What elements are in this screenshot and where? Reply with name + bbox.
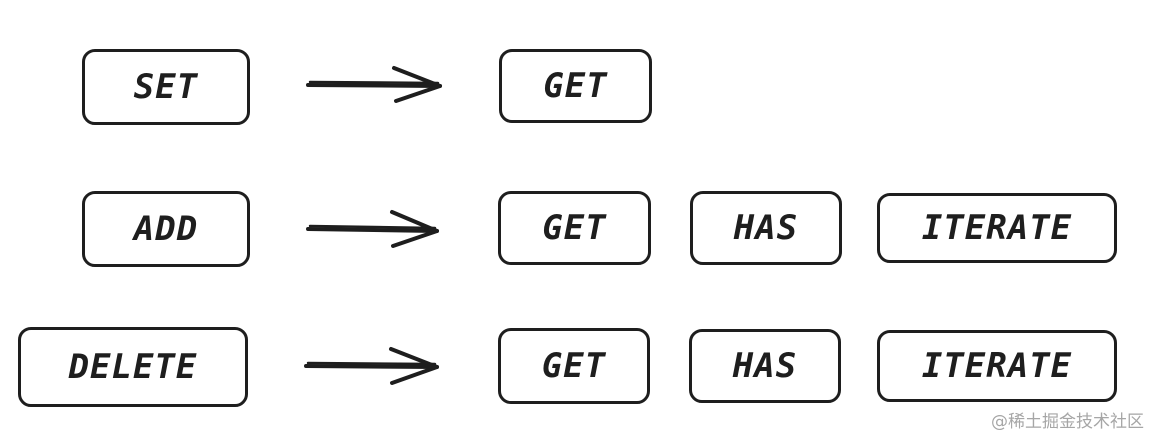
add-has-node: HAS [690, 191, 842, 265]
delete-node: DELETE [18, 327, 248, 407]
add-get-node: GET [498, 191, 651, 265]
set-get-node: GET [499, 49, 652, 123]
delete-iterate-node: ITERATE [877, 330, 1117, 402]
set-node: SET [82, 49, 250, 125]
watermark-text: @稀土掘金技术社区 [991, 412, 1144, 432]
delete-get-node: GET [498, 328, 650, 404]
arrow-add-to-targets [306, 210, 439, 248]
delete-has-node: HAS [689, 329, 841, 403]
arrow-delete-to-targets [304, 347, 439, 385]
add-iterate-node: ITERATE [877, 193, 1117, 263]
arrow-set-to-targets [306, 66, 442, 103]
add-node: ADD [82, 191, 250, 267]
